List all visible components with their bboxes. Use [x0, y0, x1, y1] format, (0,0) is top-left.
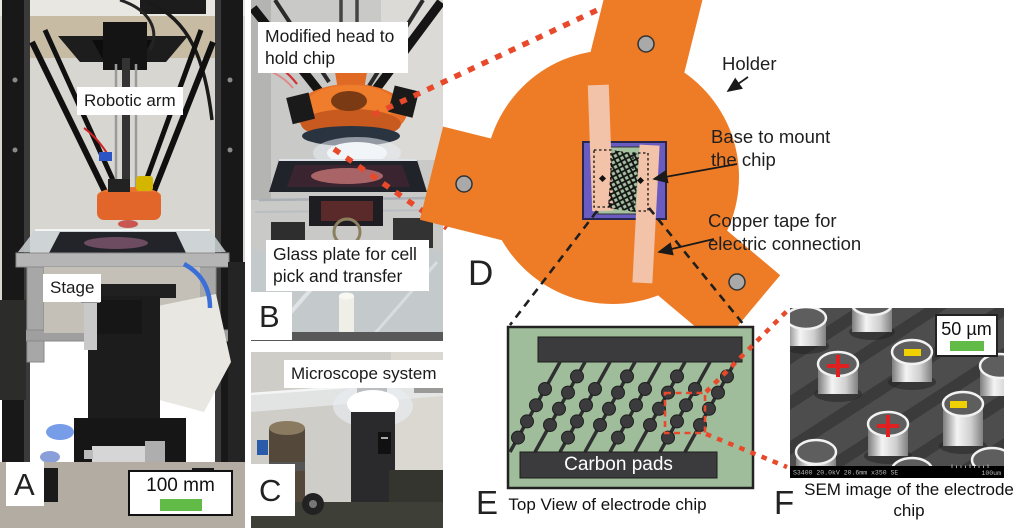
copper-tape-label: Copper tape for electric connection: [708, 210, 862, 255]
scale-bar-a-green: [159, 499, 202, 511]
microscope-label: Microscope system: [284, 360, 444, 388]
scale-bar-a: 100 mm: [128, 470, 233, 516]
holder-label: Holder: [722, 53, 777, 74]
stage-label: Stage: [43, 274, 102, 302]
screw-hole: [637, 35, 655, 53]
zoom-region-rect: [663, 391, 707, 435]
panel-f-caption: SEM image of the electrode chip: [804, 480, 1014, 521]
copper-tape-left: [587, 84, 614, 212]
robot-photo-art: [0, 0, 245, 528]
panel-letter-a: A: [6, 462, 44, 506]
sem-info-text: S3400 20.0kV 20.6mm x350 SE: [793, 470, 898, 477]
plus-mark: [877, 415, 899, 437]
panel-letter-f: F: [774, 484, 795, 521]
carbon-pads-label: Carbon pads: [564, 454, 673, 475]
minus-mark: [950, 401, 967, 408]
sem-image: S3400 20.0kV 20.6mm x350 SE 100um 50 µm: [790, 308, 1004, 478]
sem-scale-box: 50 µm: [935, 314, 998, 357]
head-label: Modified head to hold chip: [258, 22, 408, 73]
plus-mark: [827, 355, 849, 377]
base-label: Base to mount the chip: [711, 126, 831, 171]
chip-base: [582, 84, 667, 284]
scale-bar-a-text: 100 mm: [146, 475, 215, 496]
screw-hole: [728, 273, 746, 291]
panel-letter-e: E: [476, 484, 499, 521]
panel-a-photo: [0, 0, 245, 528]
electrode-array: [508, 361, 737, 453]
panel-letter-d: D: [468, 254, 494, 293]
panel-letter-c: C: [251, 464, 295, 516]
robotic-arm-label: Robotic arm: [77, 87, 183, 115]
glass-plate-label: Glass plate for cell pick and transfer: [266, 240, 429, 291]
copper-tape-right: [632, 144, 660, 284]
connector-e-to-f: [704, 309, 789, 470]
minus-mark: [904, 349, 921, 356]
electrode-hatch: [608, 150, 639, 212]
screw-hole: [455, 175, 473, 193]
sem-scale-label: 50 µm: [941, 319, 991, 339]
panel-letter-b: B: [251, 292, 292, 340]
sem-pillars: [790, 308, 1004, 466]
sem-scale-text: 100um: [981, 470, 1001, 477]
panel-e-caption: Top View of electrode chip: [508, 495, 707, 514]
